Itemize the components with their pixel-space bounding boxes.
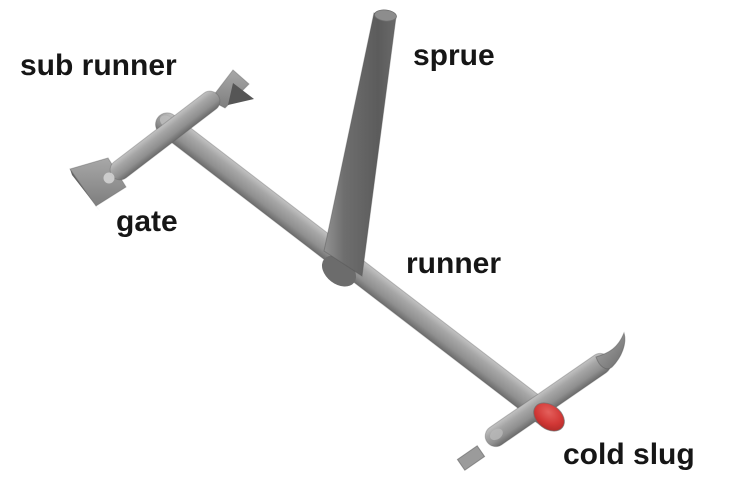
hook-gate-shape [595, 331, 626, 370]
label-sprue: sprue [413, 39, 495, 72]
label-sub-runner: sub runner [20, 49, 177, 82]
cold-slug-shape [533, 402, 565, 432]
sprue-top-cap [374, 9, 397, 22]
sub-runner-assembly [69, 69, 254, 211]
sprue-shape [323, 12, 397, 277]
gate-fan-right [209, 69, 250, 109]
label-gate: gate [116, 205, 178, 238]
label-cold-slug: cold slug [563, 438, 695, 471]
nub-shape [456, 445, 486, 471]
cross-bar-end-highlight [489, 428, 503, 441]
sub-runner-highlight [103, 172, 115, 184]
cold-slug-assembly [456, 331, 626, 471]
gate-fan-right-edge [228, 83, 254, 105]
label-runner: runner [406, 247, 502, 280]
